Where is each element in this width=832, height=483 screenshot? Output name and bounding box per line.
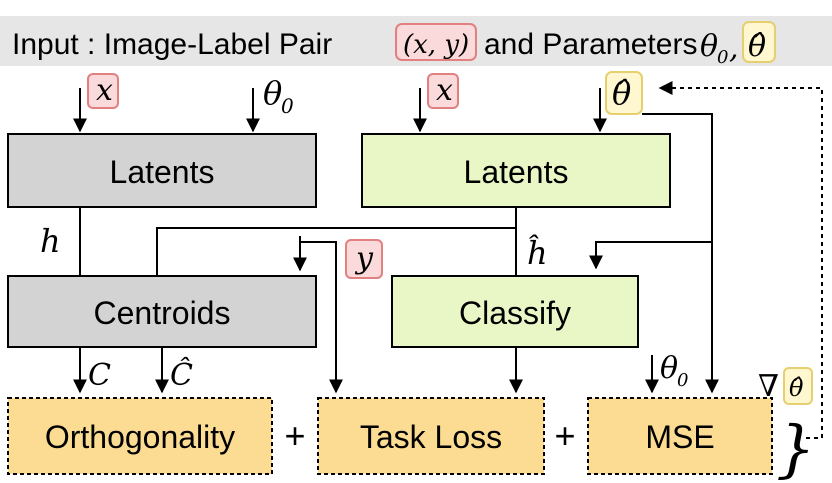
left-theta0-sub: 0 — [281, 94, 294, 118]
theta0-mse-sub: 0 — [677, 370, 688, 391]
y-to-task-loss-line — [300, 241, 343, 394]
mse-label: MSE — [645, 419, 714, 455]
latents-left-box — [7, 133, 317, 208]
left-x-label: x — [96, 73, 113, 108]
theta-hat-to-mse-line — [642, 113, 719, 394]
centroids-box — [7, 275, 317, 348]
gradient-feedback-line — [658, 81, 823, 439]
c-label: C — [88, 358, 111, 393]
orthogonality-label: Orthogonality — [45, 419, 235, 455]
right-x-tag — [427, 73, 459, 109]
nabla-theta-hat-tag — [783, 367, 813, 405]
header-theta-hat-tag — [742, 21, 776, 63]
theta0-mse-label: θ — [660, 351, 678, 386]
h-hat-label: ĥ — [527, 234, 548, 272]
task-loss-box — [317, 397, 545, 475]
theta-hat-to-classify-line — [589, 241, 712, 270]
header-comma: , — [729, 31, 739, 66]
h-hat-to-centroids-line — [156, 227, 516, 276]
left-theta0-label: θ — [263, 74, 282, 112]
classify-label: Classify — [459, 295, 571, 331]
header-pair: (x, y) — [403, 30, 469, 60]
header-pair-tag — [395, 23, 477, 61]
sum-brace: } — [776, 412, 815, 483]
header-prefix: Input : Image-Label Pair — [12, 28, 332, 61]
right-theta-hat-tag — [605, 71, 643, 115]
nabla-symbol: ∇ — [758, 369, 779, 404]
header-theta0-sub: 0 — [717, 47, 728, 68]
right-theta-hat-label: θ̂ — [612, 74, 631, 112]
classify-box — [391, 275, 639, 348]
centroids-label: Centroids — [94, 295, 231, 331]
y-label: y — [354, 241, 374, 276]
plus-operator-2: + — [554, 415, 575, 456]
header-theta-hat: θ̂ — [748, 29, 766, 64]
left-x-tag — [87, 73, 119, 109]
nabla-theta-hat-label: θ̂ — [789, 374, 804, 402]
latents-left-label: Latents — [110, 154, 215, 190]
mse-box — [587, 397, 773, 475]
right-x-label: x — [436, 73, 453, 108]
latents-right-box — [361, 133, 671, 208]
latents-right-label: Latents — [464, 154, 569, 190]
c-hat-label: Ĉ — [170, 357, 193, 393]
task-loss-label: Task Loss — [360, 419, 502, 455]
h-label: h — [40, 222, 61, 260]
plus-operator-1: + — [284, 415, 305, 456]
header-middle: and Parameters — [484, 28, 697, 61]
header-theta0: θ — [700, 29, 718, 64]
orthogonality-box — [7, 397, 273, 475]
y-tag — [345, 239, 383, 279]
